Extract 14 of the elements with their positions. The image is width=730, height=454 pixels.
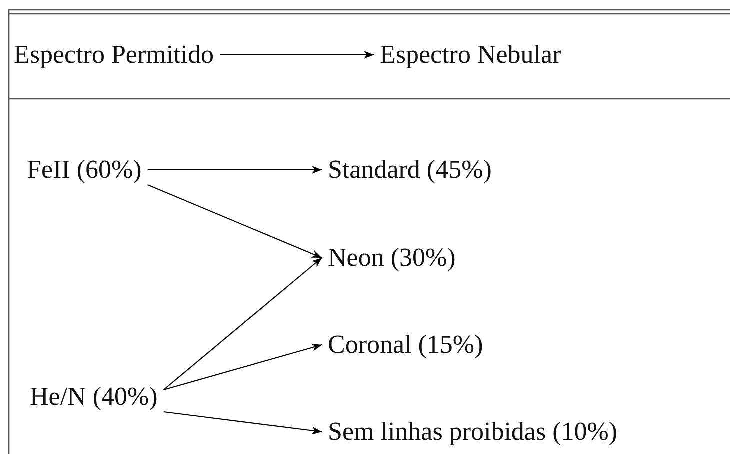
- arrow: [164, 344, 322, 391]
- node-label: FeII (60%): [21, 155, 148, 185]
- node-label: Neon (30%): [322, 243, 462, 273]
- arrow: [148, 166, 322, 174]
- node-label: Espectro Nebular: [374, 40, 568, 70]
- node-label: Standard (45%): [322, 155, 498, 185]
- arrow: [220, 51, 374, 59]
- arrow: [164, 411, 322, 435]
- node-label: Sem linhas proibidas (10%): [322, 417, 624, 447]
- arrow: [163, 258, 322, 390]
- node-label: Coronal (15%): [322, 330, 490, 360]
- node-label: He/N (40%): [24, 382, 164, 412]
- arrow: [148, 184, 322, 258]
- node-label: Espectro Permitido: [8, 40, 220, 70]
